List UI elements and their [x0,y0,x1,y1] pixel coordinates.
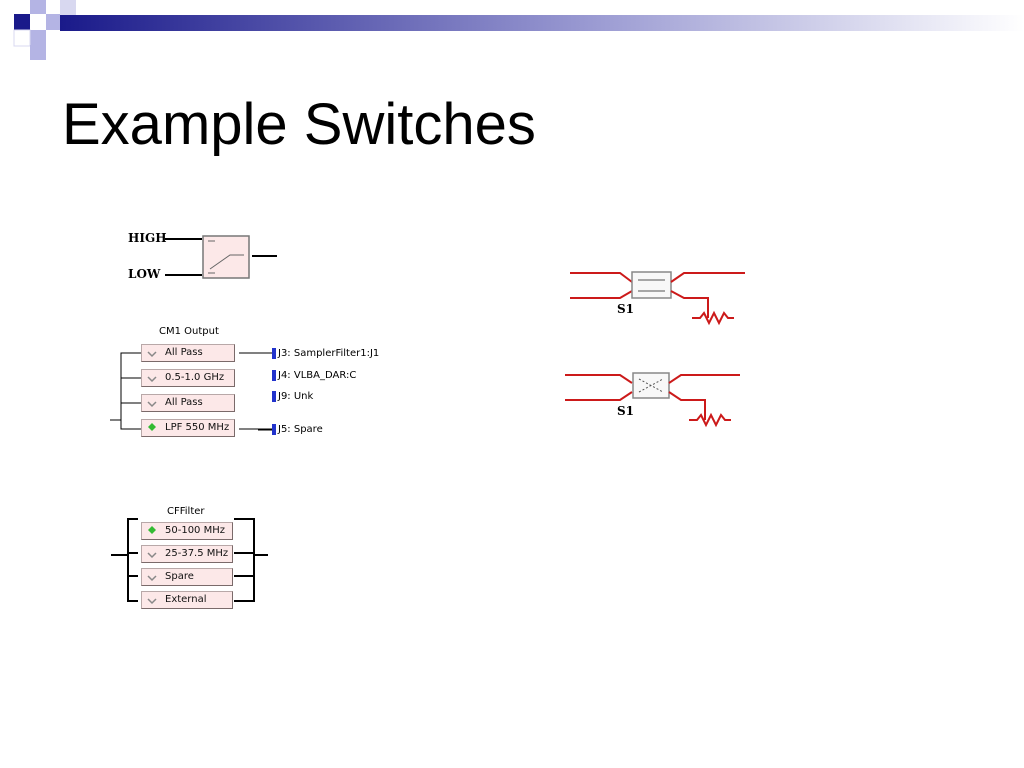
cm1-output-j4: J4: VLBA_DAR:C [278,370,357,381]
cm1-option-0.5-1.0-ghz[interactable]: 0.5-1.0 GHz [141,369,235,387]
selected-diamond-icon [148,423,156,431]
relay-label: S1 [617,302,634,316]
cffilter-option-label: 50-100 MHz [165,525,225,536]
cffilter-bracket [111,518,268,602]
chevron-down-icon [147,376,157,383]
cm1-title: CM1 Output [159,326,219,337]
cffilter-option-label: 25-37.5 MHz [165,548,229,559]
cm1-option-label: 0.5-1.0 GHz [165,372,225,383]
relay-switch-s1-crossed[interactable]: S1 [555,362,755,432]
cffilter-option-50-100-mhz[interactable]: 50-100 MHz [141,522,233,540]
cffilter-option-label: External [165,594,207,605]
page-title: Example Switches [62,92,536,157]
chevron-down-icon [147,351,157,358]
relay-label: S1 [617,404,634,418]
high-low-switch[interactable] [160,225,290,285]
cffilter-option-label: Spare [165,571,194,582]
cm1-option-label: All Pass [165,347,203,358]
cffilter-option-spare[interactable]: Spare [141,568,233,586]
cm1-option-all-pass[interactable]: All Pass [141,344,235,362]
cm1-output-j9: J9: Unk [278,391,314,402]
cm1-option-all-pass-2[interactable]: All Pass [141,394,235,412]
low-label: LOW [128,267,161,281]
chevron-down-icon [147,575,157,582]
relay-switch-s1-parallel[interactable]: S1 [560,260,760,330]
cffilter-option-25-37.5-mhz[interactable]: 25-37.5 MHz [141,545,233,563]
high-label: HIGH [128,231,167,245]
cm1-output-j5: J5: Spare [278,424,323,435]
chevron-down-icon [147,401,157,408]
cm1-connector-lines [258,348,276,435]
cm1-option-label: LPF 550 MHz [165,422,230,433]
selected-diamond-icon [148,526,156,534]
header-decoration [13,0,1024,60]
chevron-down-icon [147,552,157,559]
cm1-output-j3: J3: SamplerFilter1:J1 [278,348,380,359]
cm1-option-lpf-550-mhz[interactable]: LPF 550 MHz [141,419,235,437]
cffilter-option-external[interactable]: External [141,591,233,609]
chevron-down-icon [147,598,157,605]
cm1-bracket [110,352,273,430]
cm1-option-label: All Pass [165,397,203,408]
cffilter-title: CFFilter [167,506,205,517]
